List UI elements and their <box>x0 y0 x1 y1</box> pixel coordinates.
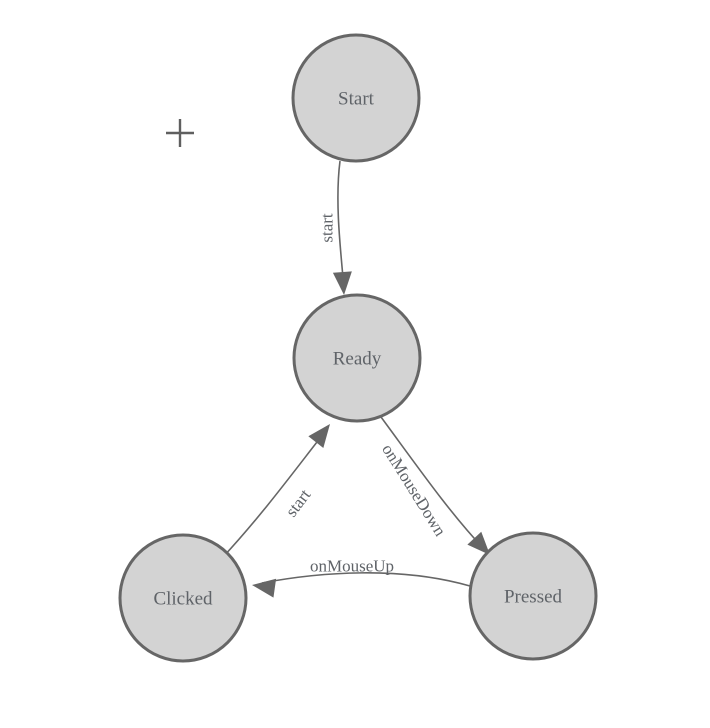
node-label: Clicked <box>153 589 213 610</box>
node-shape[interactable] <box>291 33 421 163</box>
edge-ready-to-pressed[interactable] <box>380 416 497 561</box>
crosshair-icon <box>166 119 194 147</box>
edge-label-ready-to-pressed: onMouseDown <box>378 441 450 540</box>
edge-label-clicked-to-ready: start <box>282 485 315 520</box>
edge-pressed-to-clicked[interactable] <box>251 572 471 598</box>
node-pressed[interactable]: Pressed <box>468 531 598 661</box>
edge-line <box>222 432 325 558</box>
node-ready[interactable]: Ready <box>292 293 422 423</box>
edge-line <box>337 160 345 289</box>
node-label: Pressed <box>504 587 563 608</box>
node-label: Start <box>338 89 375 110</box>
node-label: Ready <box>333 349 382 370</box>
node-shape[interactable] <box>292 293 422 423</box>
edge-label-start-to-ready: start <box>318 213 337 243</box>
node-shape[interactable] <box>118 533 248 663</box>
edge-clicked-to-ready[interactable] <box>222 418 337 558</box>
arrowhead-icon <box>252 578 277 598</box>
arrowhead-icon <box>467 531 490 555</box>
edge-layer <box>222 160 497 598</box>
node-start[interactable]: Start <box>291 33 421 163</box>
edge-label-pressed-to-clicked: onMouseUp <box>310 557 394 576</box>
arrowhead-icon <box>332 271 352 295</box>
node-shape[interactable] <box>468 531 598 661</box>
edge-line <box>380 416 485 550</box>
node-clicked[interactable]: Clicked <box>118 533 248 663</box>
edge-start-to-ready[interactable] <box>332 160 354 296</box>
edge-line <box>261 572 471 587</box>
arrowhead-icon <box>308 424 330 448</box>
